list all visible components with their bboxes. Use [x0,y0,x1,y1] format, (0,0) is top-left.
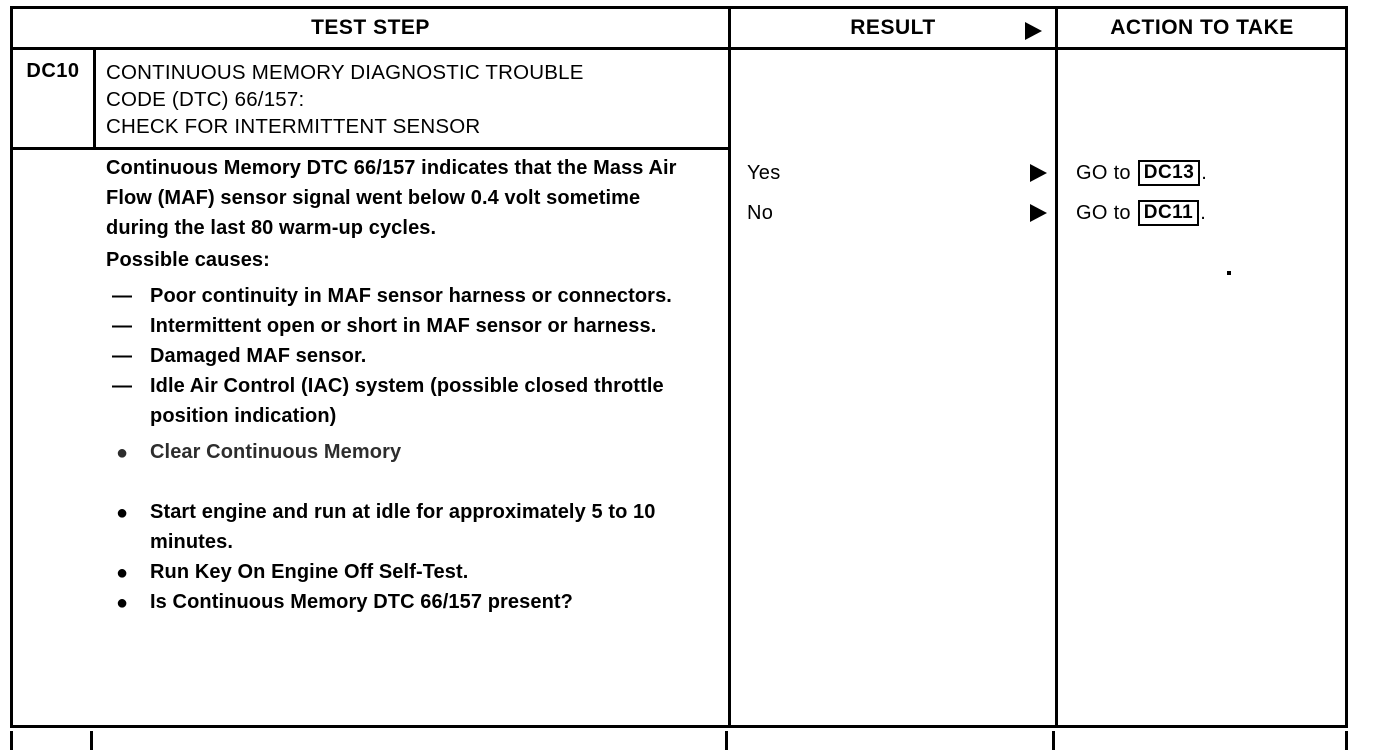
list-item-text: Start engine and run at idle for approxi… [150,501,656,553]
possible-causes-list: — Poor continuity in MAF sensor harness … [106,281,726,431]
step-actions-list: ● Clear Continuous Memory ● Start engine… [106,437,726,617]
step-reference-dc13[interactable]: DC13 [1137,160,1201,186]
em-dash-marker-icon: — [112,375,133,397]
list-item: — Damaged MAF sensor. [106,341,726,371]
column-header-result: RESULT [850,16,936,39]
bullet-dot-icon: ● [116,442,129,464]
action-prefix: GO to [1076,202,1131,224]
em-dash-marker-icon: — [112,285,133,307]
action-row-yes: GO to DC13. [1058,153,1346,193]
list-item: ● Is Continuous Memory DTC 66/157 presen… [106,587,726,617]
result-cell: Yes No [731,153,1055,233]
bullet-dot-icon: ● [116,562,129,584]
triangle-right-icon [1030,204,1047,222]
diagnostic-table: TEST STEP RESULT ACTION TO TAKE DC10 CON… [10,6,1348,728]
step-title-line-3: CHECK FOR INTERMITTENT SENSOR [106,115,481,138]
code-column-divider [93,50,96,147]
result-column-divider [728,50,731,725]
header-divider-2 [1055,9,1058,50]
action-column-divider [1055,50,1058,725]
next-row-border-left [10,731,13,750]
list-item-text: Idle Air Control (IAC) system (possible … [150,375,664,427]
action-prefix: GO to [1076,162,1131,184]
column-header-action-to-take: ACTION TO TAKE [1110,16,1294,39]
step-code-cell: DC10 [13,50,93,147]
list-item: — Idle Air Control (IAC) system (possibl… [106,371,726,431]
step-body-cell: Continuous Memory DTC 66/157 indicates t… [96,153,726,617]
list-item-text: Poor continuity in MAF sensor harness or… [150,285,672,307]
scan-artifact-speck [1227,271,1231,275]
step-intro-paragraph: Continuous Memory DTC 66/157 indicates t… [106,157,677,239]
triangle-right-icon [1025,22,1042,40]
title-row-divider [13,147,728,150]
result-row-no: No [731,193,1055,233]
action-row-no: GO to DC11. [1058,193,1346,233]
list-item-text: Is Continuous Memory DTC 66/157 present? [150,591,573,613]
column-header-test-step: TEST STEP [311,16,430,39]
list-item: ● Clear Continuous Memory [106,437,726,467]
step-title-line-1: CONTINUOUS MEMORY DIAGNOSTIC TROUBLE [106,61,584,84]
result-row-yes: Yes [731,153,1055,193]
next-row-divider-result [725,731,728,750]
next-row-divider-action [1052,731,1055,750]
list-item: — Intermittent open or short in MAF sens… [106,311,726,341]
table-header-row: TEST STEP RESULT ACTION TO TAKE [13,9,1345,50]
next-row-divider-code [90,731,93,750]
list-item-text: Run Key On Engine Off Self-Test. [150,561,469,583]
list-item-text: Damaged MAF sensor. [150,345,367,367]
action-suffix: . [1201,162,1208,184]
triangle-right-icon [1030,164,1047,182]
step-code-label: DC10 [26,60,80,82]
result-label: Yes [747,162,781,184]
list-item-text: Clear Continuous Memory [150,441,402,463]
list-item-text: Intermittent open or short in MAF sensor… [150,315,657,337]
bullet-dot-icon: ● [116,502,129,524]
step-title-line-2: CODE (DTC) 66/157: [106,88,305,111]
action-cell: GO to DC13. GO to DC11. [1058,153,1346,233]
next-row-border-right [1345,731,1348,750]
header-divider-1 [728,9,731,50]
em-dash-marker-icon: — [112,315,133,337]
next-row-stub [10,731,1348,750]
list-item: ● Start engine and run at idle for appro… [106,497,726,557]
step-title-cell: CONTINUOUS MEMORY DIAGNOSTIC TROUBLE COD… [96,50,726,147]
bullet-dot-icon: ● [116,592,129,614]
action-suffix: . [1200,202,1207,224]
list-item: — Poor continuity in MAF sensor harness … [106,281,726,311]
possible-causes-label: Possible causes: [106,249,270,271]
result-label: No [747,202,774,224]
step-reference-dc11[interactable]: DC11 [1137,200,1200,226]
list-item: ● Run Key On Engine Off Self-Test. [106,557,726,587]
em-dash-marker-icon: — [112,345,133,367]
